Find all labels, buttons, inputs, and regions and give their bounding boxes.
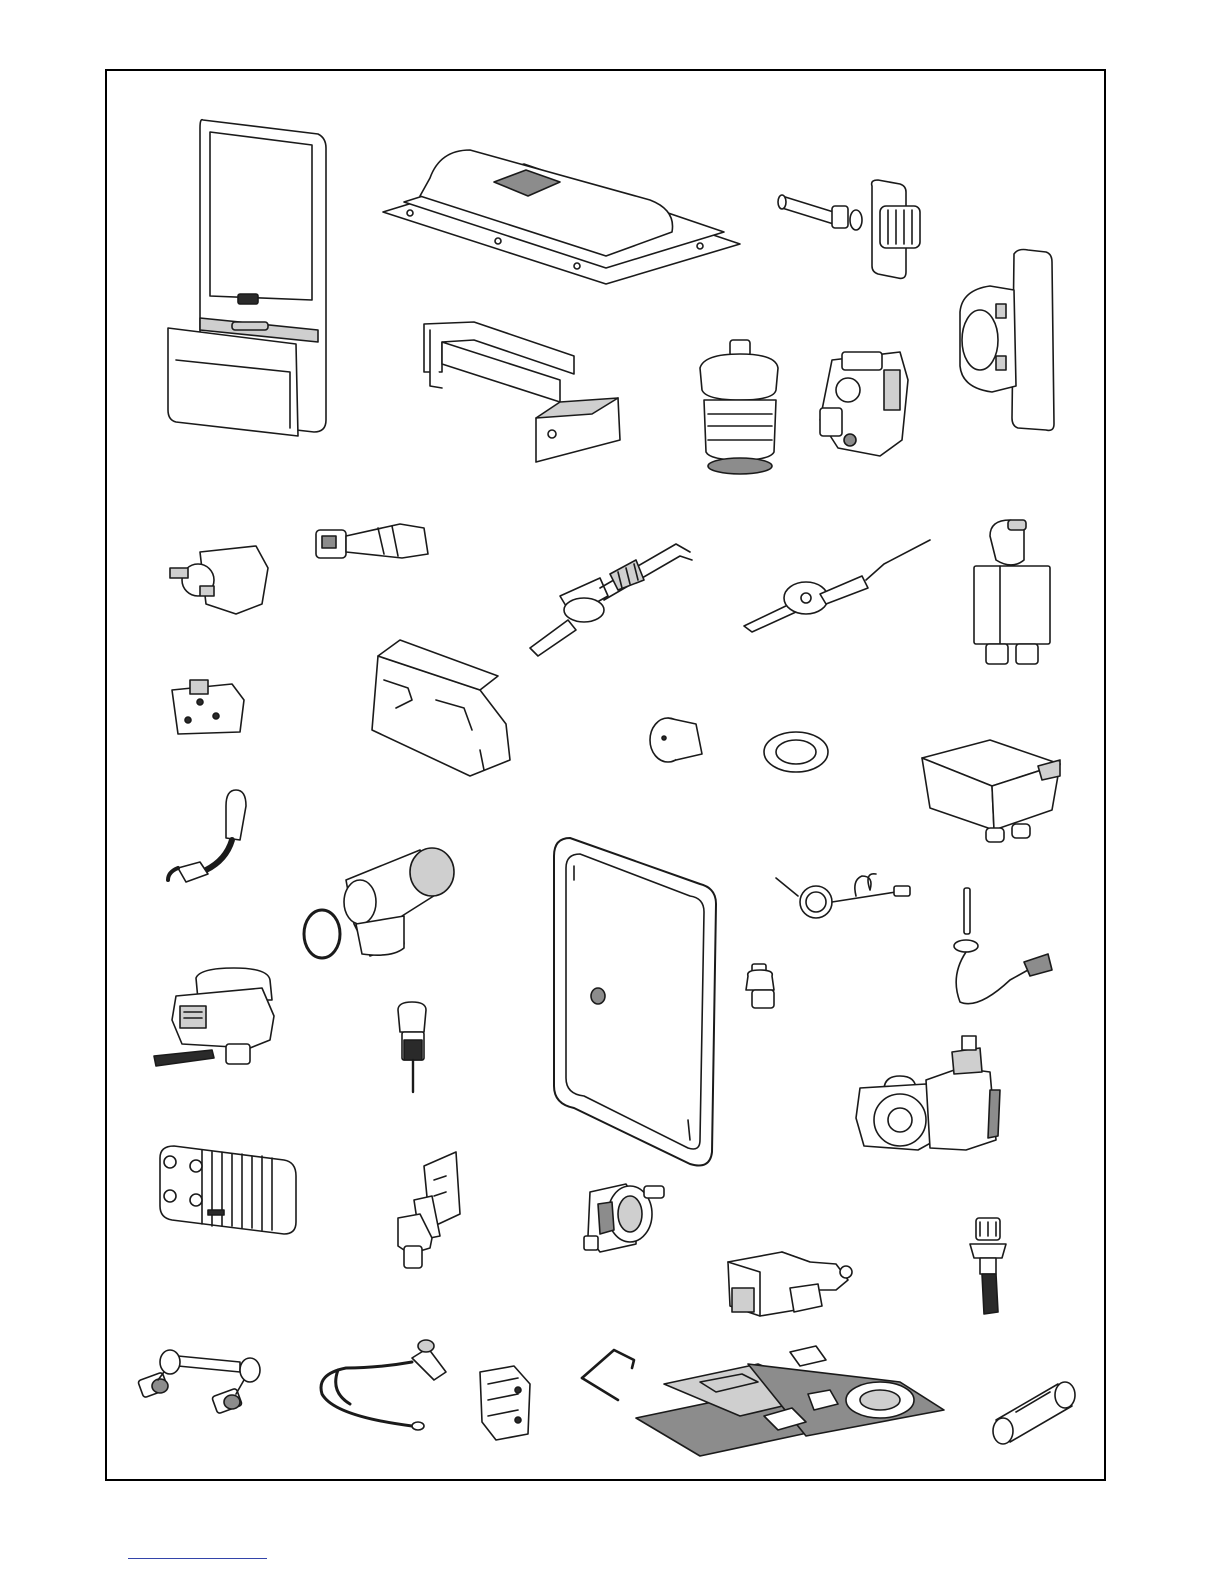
gas-valve [820,352,908,456]
automatic-air-vent [746,964,774,1008]
sealing-washer [764,732,828,772]
flow-connector-fitting [778,180,920,278]
detection-electrode [744,540,930,632]
diverter-motor [154,968,274,1066]
circulation-pump [856,1036,1000,1150]
ignition-transformer [974,520,1050,664]
plate-heat-exchanger [160,1146,296,1234]
terminal-block [480,1366,530,1440]
combustion-chamber-cover [383,150,740,284]
temperature-sensor [316,524,428,558]
overheat-thermostat [170,546,268,614]
expansion-filter-cartridge [700,340,778,474]
pressure-switch [584,1184,664,1252]
drain-cock [970,1218,1006,1314]
burner-side-panels [424,322,620,462]
control-pcb [172,680,244,734]
gasket-kit [636,1346,944,1456]
insulation-panel [372,640,510,776]
fan-housing-cover [960,250,1054,431]
door-seal-gasket-panel [554,838,716,1166]
ntc-probe-with-lead [954,888,1052,1004]
spring-clip [582,1350,634,1400]
front-casing-panel [168,120,326,436]
earth-cable [321,1340,446,1430]
three-way-valve-actuator [728,1252,852,1316]
ignition-lead [168,790,246,882]
condensate-elbow-with-o-ring [304,848,454,958]
flow-switch [398,1152,460,1268]
bypass-pipe-assembly [138,1350,260,1414]
fuse [993,1382,1075,1444]
safety-valve-cartridge [398,1002,426,1092]
pressure-gauge [776,874,910,918]
junction-box [922,740,1060,842]
limit-thermostat [650,718,702,762]
ignition-electrode [530,544,692,656]
footer-rule [128,1558,267,1559]
